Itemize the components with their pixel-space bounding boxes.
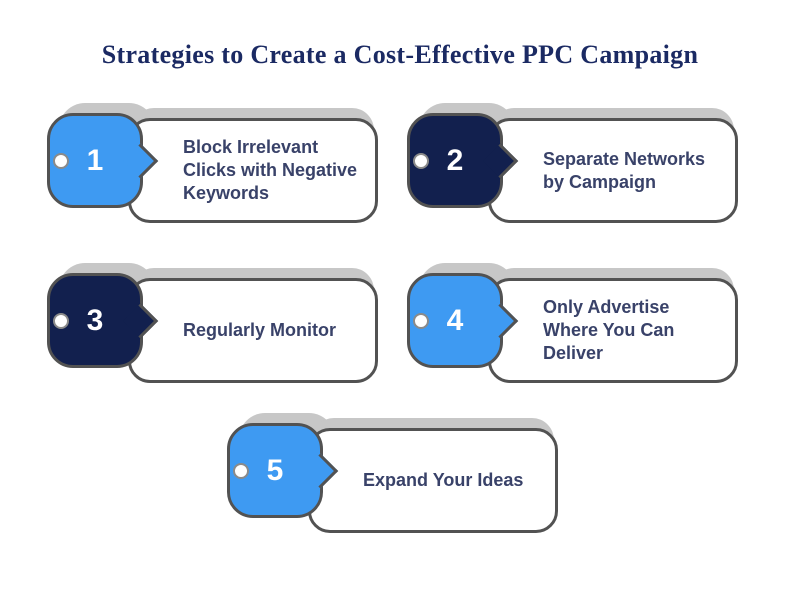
step-number-badge: 1 <box>47 113 159 208</box>
step-number: 3 <box>86 303 104 337</box>
strategy-label: Expand Your Ideas <box>363 470 524 490</box>
strategy-label: Only Advertise Where You Can Deliver <box>543 297 675 363</box>
strategy-text-box: Only Advertise Where You Can Deliver <box>488 278 738 383</box>
bullet-dot-icon <box>233 462 249 479</box>
step-number: 5 <box>266 453 284 487</box>
step-number: 2 <box>446 143 464 177</box>
step-number-badge: 3 <box>47 273 159 368</box>
strategy-label: Separate Networks by Campaign <box>543 148 706 192</box>
page-title: Strategies to Create a Cost-Effective PP… <box>101 40 699 69</box>
bullet-dot-icon <box>413 152 429 169</box>
strategy-card-1: Block Irrelevant Clicks with Negative Ke… <box>47 103 378 223</box>
step-number-badge: 5 <box>227 423 339 518</box>
strategy-text-box: Block Irrelevant Clicks with Negative Ke… <box>128 118 378 223</box>
bullet-dot-icon <box>53 152 69 169</box>
strategy-card-2: Separate Networks by Campaign 2 <box>407 103 738 223</box>
step-number: 4 <box>446 303 464 337</box>
strategy-text-box: Separate Networks by Campaign <box>488 118 738 223</box>
strategy-card-4: Only Advertise Where You Can Deliver 4 <box>407 263 738 383</box>
bullet-dot-icon <box>413 312 429 329</box>
strategy-label: Block Irrelevant Clicks with Negative Ke… <box>183 137 358 203</box>
strategy-card-3: Regularly Monitor 3 <box>47 263 378 383</box>
strategy-card-5: Expand Your Ideas 5 <box>227 413 558 533</box>
step-number: 1 <box>86 143 104 177</box>
bullet-dot-icon <box>53 312 69 329</box>
step-number-badge: 4 <box>407 273 519 368</box>
strategy-text-box: Regularly Monitor <box>128 278 378 383</box>
step-number-badge: 2 <box>407 113 519 208</box>
strategy-label: Regularly Monitor <box>183 320 337 340</box>
strategy-text-box: Expand Your Ideas <box>308 428 558 533</box>
